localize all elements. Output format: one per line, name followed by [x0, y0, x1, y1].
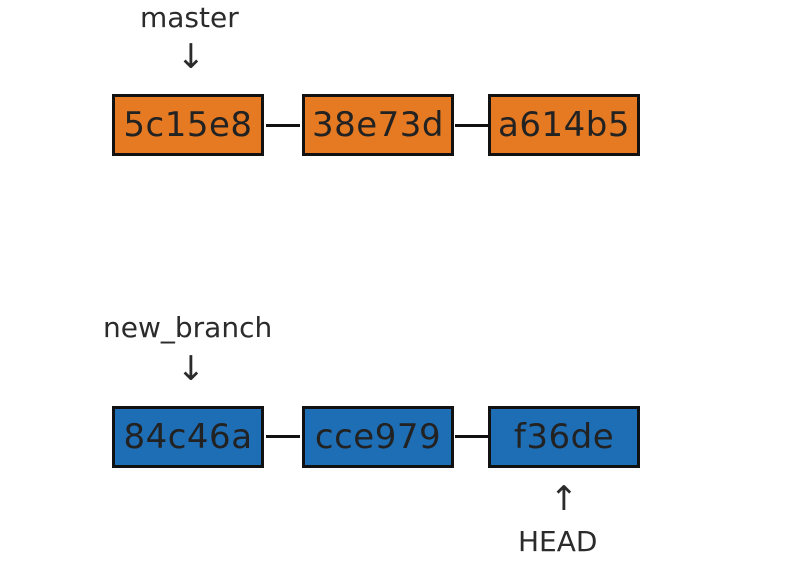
- commit-node: cce979: [302, 406, 454, 468]
- commit-node: 38e73d: [302, 94, 454, 156]
- commit-node: a614b5: [488, 94, 640, 156]
- branch-label: new_branch: [103, 311, 273, 344]
- commit-connector: [266, 435, 300, 438]
- commit-connector: [455, 435, 489, 438]
- head-label: HEAD: [518, 525, 598, 558]
- master-arrow-down-icon: ↓: [176, 37, 206, 77]
- commit-node: 5c15e8: [112, 94, 264, 156]
- commit-node: f36de: [488, 406, 640, 468]
- commit-connector: [266, 124, 300, 127]
- head-arrow-up-icon: ↑: [549, 479, 579, 519]
- commit-connector: [455, 124, 489, 127]
- master-label: master: [140, 1, 239, 34]
- commit-node: 84c46a: [112, 406, 264, 468]
- branch-arrow-down-icon: ↓: [176, 349, 206, 389]
